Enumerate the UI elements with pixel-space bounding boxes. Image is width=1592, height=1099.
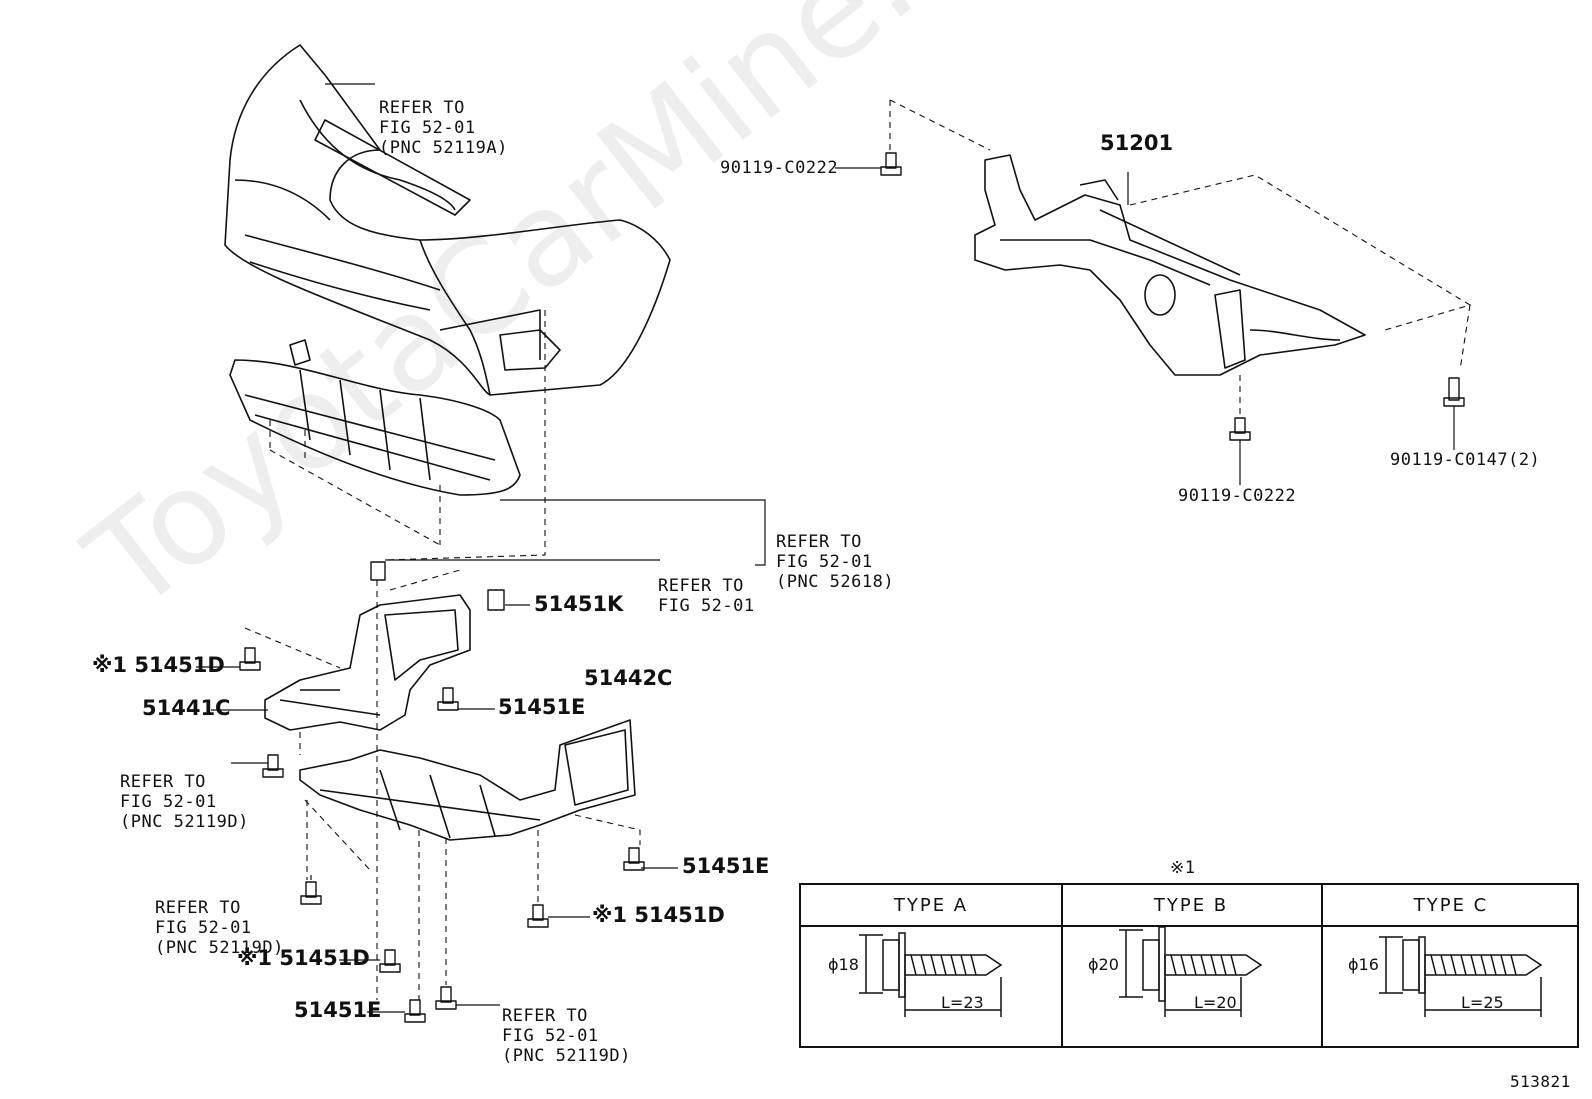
part-51451k-label: 51451K: [534, 592, 624, 616]
leader-lines: [196, 83, 1455, 1013]
bolt-drawings: [859, 926, 1543, 1017]
part-51451e-label-2: 51451E: [682, 854, 770, 878]
dashed-guides: [244, 99, 1472, 1000]
table-header-row: [801, 885, 1577, 927]
type-b-diameter: ϕ20: [1088, 955, 1119, 974]
part-51451e-label-3: 51451E: [294, 998, 382, 1022]
part-90119-right-label: 90119-C0147(2): [1390, 450, 1541, 470]
engine-under-cover-center: [299, 719, 636, 841]
part-51441c-label: 51441C: [142, 696, 231, 720]
type-b-length: L=20: [1194, 993, 1237, 1012]
bolt-type-table: TYPE A TYPE B TYPE C: [799, 883, 1579, 1048]
bumper-under-cover: [229, 339, 521, 496]
suspension-crossmember: [974, 154, 1366, 376]
part-90119-left-label: 90119-C0222: [720, 158, 839, 178]
part-51451d-label-2: ※1 51451D: [592, 903, 725, 927]
bolt-type-b: [1119, 926, 1263, 1017]
bolt-type-c: [1379, 936, 1543, 1017]
type-a-diameter: ϕ18: [828, 955, 859, 974]
front-bumper-cover: [224, 44, 671, 396]
type-b-header: TYPE B: [1153, 895, 1229, 916]
type-c-diameter: ϕ16: [1348, 955, 1379, 974]
part-90119-bottom-label: 90119-C0222: [1178, 486, 1297, 506]
part-51451e-label-1: 51451E: [498, 695, 586, 719]
type-a-header: TYPE A: [893, 895, 969, 916]
part-51442c-label: 51442C: [584, 666, 673, 690]
spec-marker: ※1: [1170, 858, 1196, 878]
bolt-type-a: [859, 932, 1003, 1017]
part-51451d-label-1: ※1 51451D: [92, 653, 225, 677]
fasteners: [239, 152, 1465, 1023]
type-c-header: TYPE C: [1413, 895, 1489, 916]
part-51201-label: 51201: [1100, 131, 1174, 155]
engine-under-cover-left: [264, 594, 471, 731]
type-c-length: L=25: [1461, 993, 1504, 1012]
type-a-length: L=23: [941, 993, 984, 1012]
part-51451d-label-3: ※1 51451D: [237, 946, 370, 970]
figure-number: 513821: [1510, 1072, 1571, 1091]
